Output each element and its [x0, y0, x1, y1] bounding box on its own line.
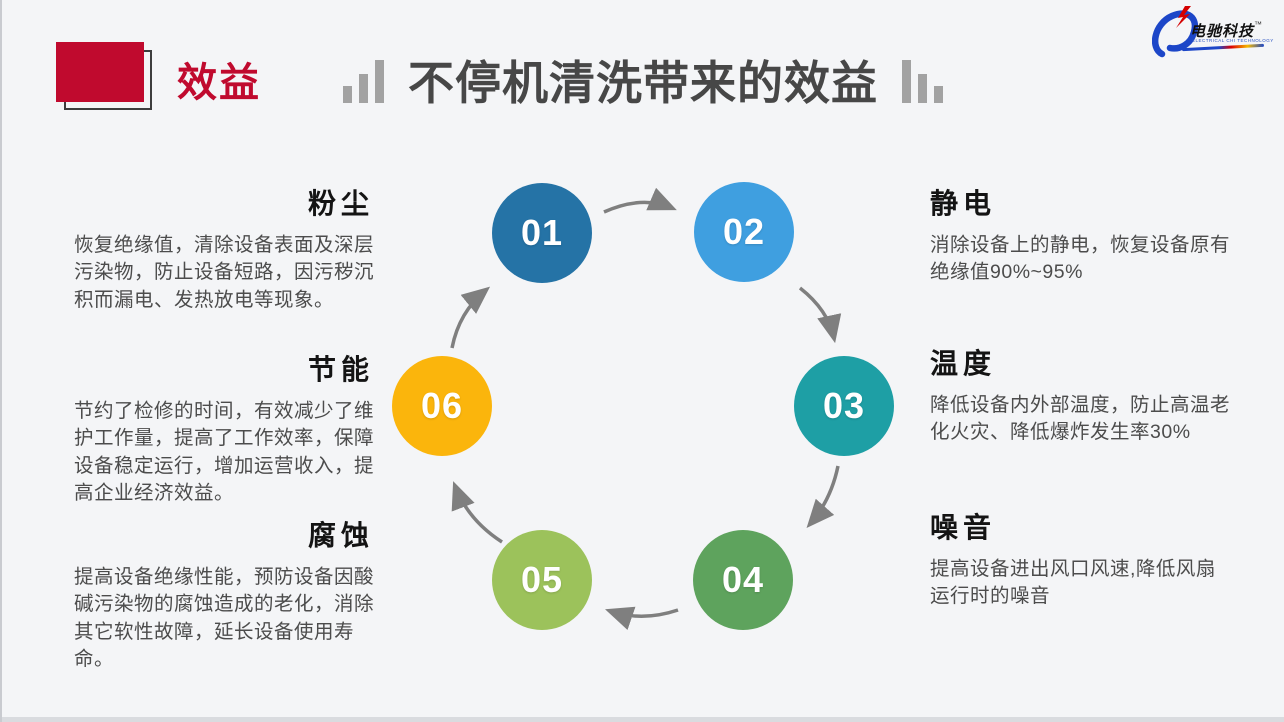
- logo-subtitle: ELECTRICAL CHI TECHNOLOGY: [1192, 38, 1274, 43]
- cycle-step-6-number: 06: [420, 385, 464, 426]
- benefit-noise-description: 提高设备进出风口风速,降低风扇运行时的噪音: [930, 558, 1216, 608]
- benefit-static-description: 消除设备上的静电，恢复设备原有绝缘值90%~95%: [930, 234, 1231, 284]
- benefit-dust: 粉尘 恢复绝缘值，清除设备表面及深层污染物，防止设备短路，因污秽沉积而漏电、发热…: [74, 182, 376, 314]
- cycle-step-4-number: 04: [721, 559, 765, 600]
- benefit-corrosion: 腐蚀 提高设备绝缘性能，预防设备因酸碱污染物的腐蚀造成的老化，消除其它软性故障，…: [74, 514, 376, 673]
- section-label: 效益: [177, 61, 261, 105]
- company-logo: 电驰科技™ ELECTRICAL CHI TECHNOLOGY: [1152, 6, 1273, 66]
- benefit-energy-saving-description: 节约了检修的时间，有效减少了维护工作量，提高了工作效率，保障设备稳定运行，增加运…: [74, 400, 375, 504]
- bottom-edge: [2, 717, 1284, 722]
- cycle-step-4-circle: 04: [693, 530, 793, 630]
- cycle-step-2-number: 02: [722, 211, 766, 252]
- cycle-step-5-number: 05: [520, 559, 564, 600]
- benefit-noise-heading: 噪音: [930, 512, 997, 543]
- logo-name: 电驰科技™: [1190, 20, 1263, 40]
- cycle-step-3-number: 03: [822, 385, 866, 426]
- benefit-noise: 噪音 提高设备进出风口风速,降低风扇运行时的噪音: [930, 506, 1232, 611]
- lightning-icon: [1176, 6, 1191, 28]
- cycle-step-3-circle: 03: [794, 356, 894, 456]
- title-row: 不停机清洗带来的效益: [2, 58, 1284, 109]
- benefit-energy-saving: 节能 节约了检修的时间，有效减少了维护工作量，提高了工作效率，保障设备稳定运行，…: [74, 348, 376, 507]
- logo-swoosh-icon: [1152, 6, 1199, 58]
- cycle-step-6-circle: 06: [392, 356, 492, 456]
- bar-chart-left-icon: [343, 59, 384, 109]
- benefit-temperature-heading: 温度: [930, 348, 997, 379]
- bar-chart-right-icon: [902, 59, 943, 109]
- benefit-static-heading: 静电: [930, 188, 997, 219]
- page-title: 不停机清洗带来的效益: [408, 57, 878, 109]
- benefit-dust-description: 恢复绝缘值，清除设备表面及深层污染物，防止设备短路，因污秽沉积而漏电、发热放电等…: [74, 234, 375, 311]
- cycle-step-5-circle: 05: [492, 530, 592, 630]
- benefit-static: 静电 消除设备上的静电，恢复设备原有绝缘值90%~95%: [930, 182, 1232, 287]
- benefit-temperature: 温度 降低设备内外部温度，防止高温老化火灾、降低爆炸发生率30%: [930, 342, 1232, 447]
- benefit-energy-saving-heading: 节能: [307, 354, 374, 385]
- benefit-corrosion-heading: 腐蚀: [307, 520, 374, 551]
- accent-red-box: [56, 42, 144, 102]
- cycle-step-1-circle: 01: [492, 183, 592, 283]
- cycle-step-1-number: 01: [520, 212, 564, 253]
- benefit-dust-heading: 粉尘: [307, 188, 374, 219]
- benefit-temperature-description: 降低设备内外部温度，防止高温老化火灾、降低爆炸发生率30%: [930, 394, 1231, 444]
- cycle-step-2-circle: 02: [694, 182, 794, 282]
- benefit-corrosion-description: 提高设备绝缘性能，预防设备因酸碱污染物的腐蚀造成的老化，消除其它软性故障，延长设…: [74, 566, 375, 670]
